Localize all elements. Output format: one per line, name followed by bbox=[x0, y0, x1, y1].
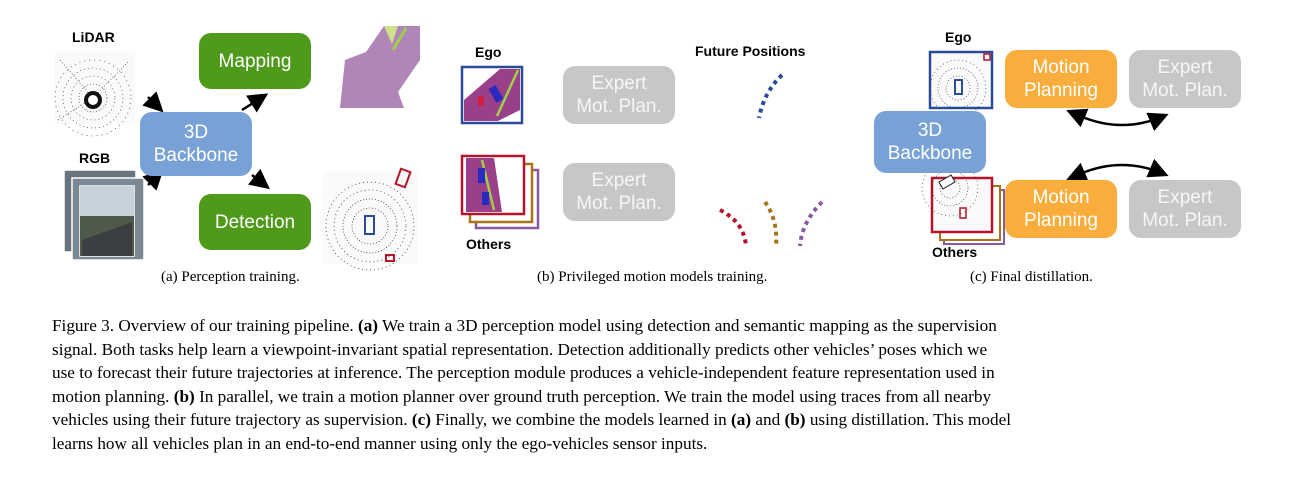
others-trajectory-purple bbox=[798, 200, 824, 247]
distill-arrow-bottom bbox=[1066, 158, 1169, 182]
others-lidar-thumbnails bbox=[921, 159, 1005, 245]
mapping-box: Mapping bbox=[199, 33, 311, 89]
backbone-line-1: 3D bbox=[183, 122, 209, 143]
backbone-line-2: Backbone bbox=[887, 143, 973, 164]
expert-box-c-top: Expert Mot. Plan. bbox=[1129, 50, 1241, 108]
caption-line-2: signal. Both tasks help learn a viewpoin… bbox=[52, 339, 988, 359]
figure-graphics bbox=[54, 26, 1169, 271]
rgb-label: RGB bbox=[79, 150, 111, 166]
pipeline-figure: LiDAR RGB 3D Backbone Mapping Detection … bbox=[54, 26, 1241, 285]
others-label-b: Others bbox=[466, 236, 512, 252]
subcaption-b: (b) Privileged motion models training. bbox=[537, 269, 768, 285]
caption-line-4: motion planning. (b) In parallel, we tra… bbox=[52, 386, 992, 406]
distill-arrow-top bbox=[1066, 108, 1169, 132]
expert-box-b-bottom: Expert Mot. Plan. bbox=[563, 163, 675, 221]
others-map-thumbnails bbox=[460, 154, 540, 230]
expert-line-2: Mot. Plan. bbox=[1142, 210, 1228, 231]
expert-line-1: Expert bbox=[1157, 187, 1213, 208]
expert-line-2: Mot. Plan. bbox=[576, 96, 662, 117]
caption-line-6: learns how all vehicles plan in an end-t… bbox=[52, 433, 708, 453]
ego-label-c: Ego bbox=[945, 29, 972, 45]
backbone-line-1: 3D bbox=[917, 120, 943, 141]
detection-box: Detection bbox=[199, 194, 311, 250]
backbone-box-a: 3D Backbone bbox=[140, 112, 252, 176]
motion-line-1: Motion bbox=[1032, 57, 1090, 78]
others-trajectory-brown bbox=[763, 200, 779, 247]
expert-line-2: Mot. Plan. bbox=[1142, 80, 1228, 101]
lidar-label: LiDAR bbox=[72, 29, 115, 45]
caption-line-1: Figure 3. Overview of our training pipel… bbox=[52, 316, 997, 335]
expert-box-c-bottom: Expert Mot. Plan. bbox=[1129, 180, 1241, 238]
others-trajectory-red bbox=[719, 208, 748, 247]
backbone-box-c: 3D Backbone bbox=[874, 111, 986, 173]
backbone-line-2: Backbone bbox=[153, 145, 239, 166]
motion-line-2: Planning bbox=[1024, 210, 1098, 231]
motion-planning-box-top: Motion Planning bbox=[1005, 50, 1117, 108]
expert-line-1: Expert bbox=[1157, 57, 1213, 78]
expert-line-1: Expert bbox=[591, 73, 647, 94]
rgb-thumbnails bbox=[63, 169, 145, 261]
future-positions-label: Future Positions bbox=[695, 43, 806, 59]
motion-line-2: Planning bbox=[1024, 80, 1098, 101]
figure-caption: Figure 3. Overview of our training pipel… bbox=[52, 314, 1242, 456]
others-label-c: Others bbox=[932, 244, 978, 260]
ego-lidar-thumbnail bbox=[928, 50, 994, 117]
lidar-thumbnail bbox=[54, 52, 135, 137]
ego-label-b: Ego bbox=[475, 44, 502, 60]
expert-line-2: Mot. Plan. bbox=[576, 193, 662, 214]
ego-map-thumbnail bbox=[460, 65, 524, 125]
expert-line-1: Expert bbox=[591, 170, 647, 191]
detection-output bbox=[322, 167, 418, 271]
subcaption-c: (c) Final distillation. bbox=[970, 269, 1093, 285]
motion-planning-box-bottom: Motion Planning bbox=[1005, 180, 1117, 238]
caption-line-3: use to forecast their future trajectorie… bbox=[52, 363, 995, 383]
caption-line-5: vehicles using their future trajectory a… bbox=[52, 410, 1011, 430]
map-output bbox=[340, 26, 420, 108]
subcaption-a: (a) Perception training. bbox=[161, 269, 300, 285]
motion-line-1: Motion bbox=[1032, 187, 1090, 208]
ego-trajectory bbox=[757, 73, 784, 119]
expert-box-b-top: Expert Mot. Plan. bbox=[563, 66, 675, 124]
